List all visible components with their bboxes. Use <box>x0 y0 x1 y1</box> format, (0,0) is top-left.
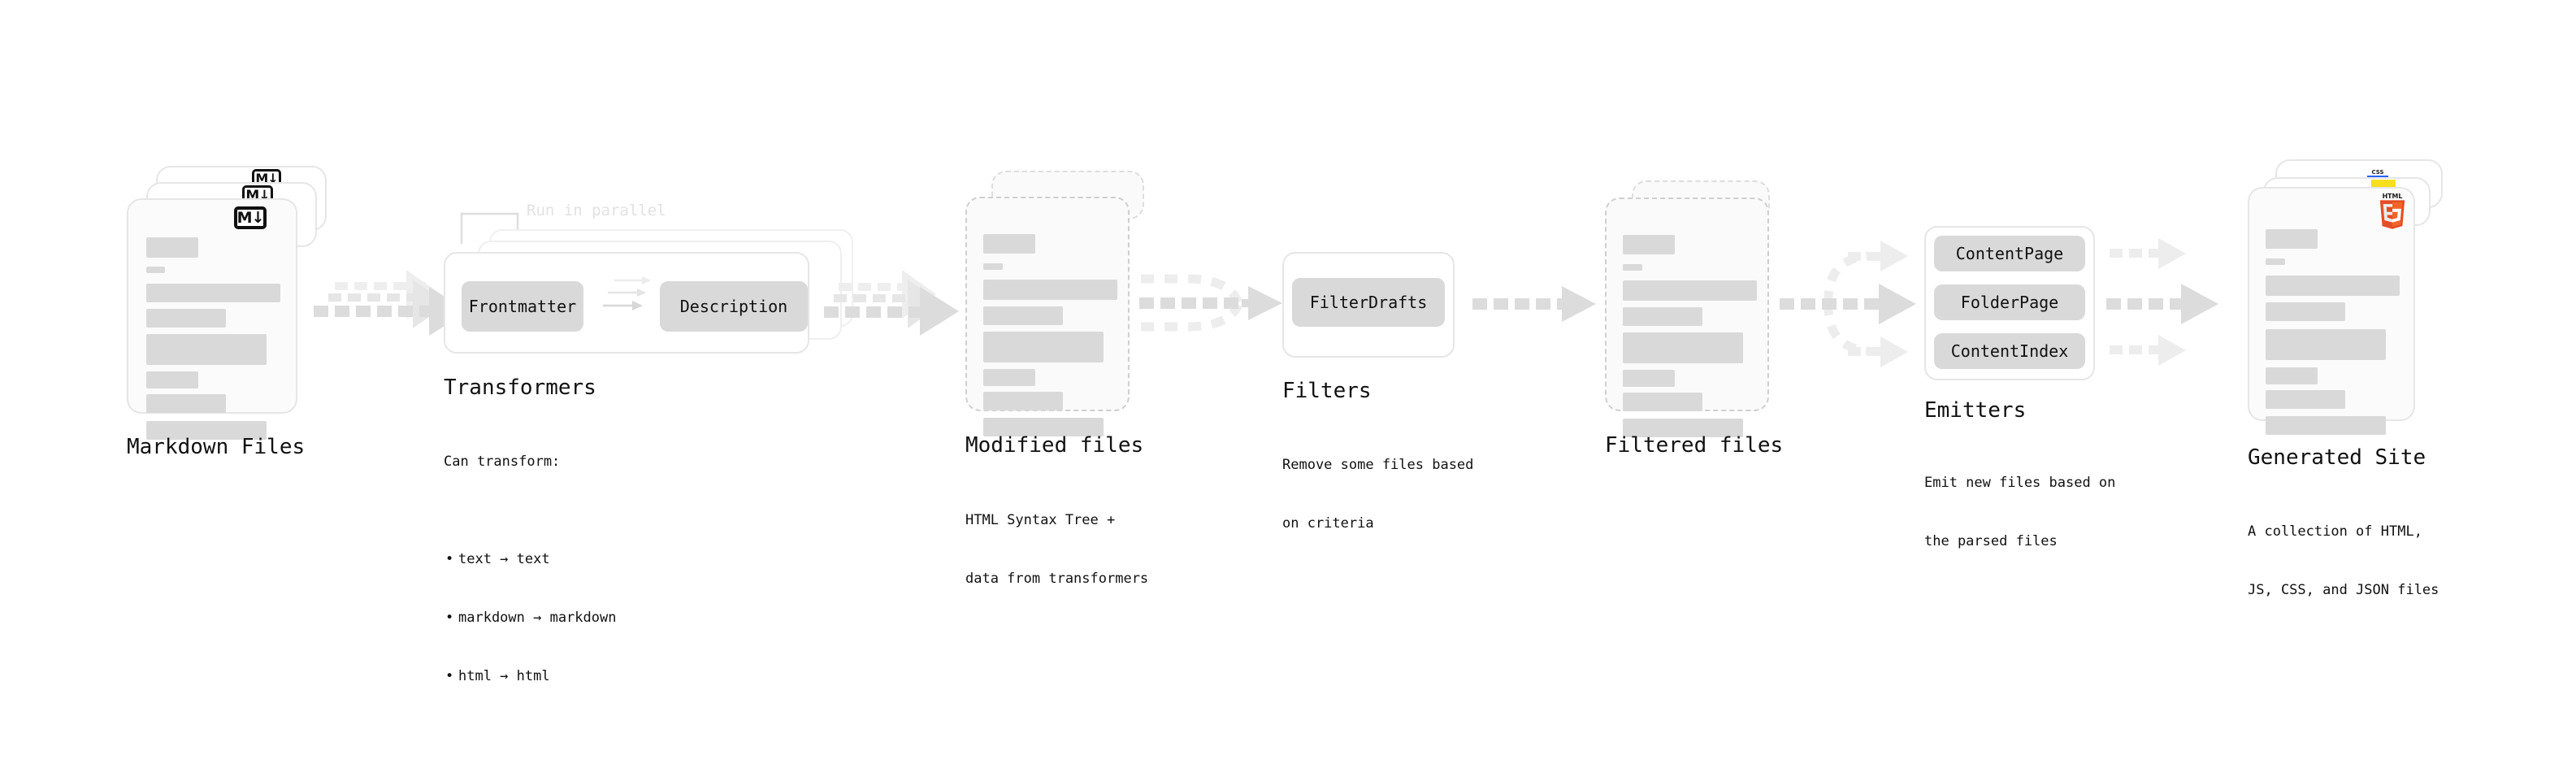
placeholder-line <box>146 237 198 258</box>
markdown-file-card-front <box>127 198 297 440</box>
filtered-file-card-front <box>1605 198 1769 437</box>
transformer-node-frontmatter[interactable]: Frontmatter <box>462 281 583 332</box>
placeholder-line <box>1623 264 1642 271</box>
placeholder-line <box>983 263 1003 270</box>
placeholder-line <box>1623 393 1702 411</box>
modified-files-description-line: data from transformers <box>965 571 1149 587</box>
transformers-description-head: Can transform: <box>444 454 561 470</box>
placeholder-line <box>1623 280 1757 301</box>
placeholder-line <box>1623 235 1675 254</box>
generated-site-title: Generated Site <box>2248 445 2426 470</box>
filters-description-line: Remove some files based <box>1282 457 1474 473</box>
placeholder-line <box>146 267 165 273</box>
filters-description-line: on criteria <box>1282 515 1374 532</box>
placeholder-line <box>983 332 1104 362</box>
run-in-parallel-label: Run in parallel <box>527 202 666 219</box>
placeholder-line <box>983 418 1104 436</box>
filtered-files-title: Filtered files <box>1605 433 1784 458</box>
placeholder-line <box>2266 416 2386 435</box>
modified-files-description: HTML Syntax Tree + data from transformer… <box>965 471 1148 627</box>
css-badge-label: CSS <box>2371 169 2384 176</box>
filters-description: Remove some files based on criteria <box>1282 416 1473 572</box>
modified-files-description-line: HTML Syntax Tree + <box>965 512 1116 528</box>
placeholder-line <box>1623 332 1743 363</box>
emitters-description: Emit new files based on the parsed files <box>1924 434 2115 590</box>
markdown-badge-icon: M↓ <box>234 206 267 229</box>
placeholder-line <box>983 306 1063 325</box>
placeholder-line <box>2266 367 2318 384</box>
emitter-node-contentpage[interactable]: ContentPage <box>1934 236 2085 271</box>
transformers-description: Can transform: text → text markdown → ma… <box>444 413 616 764</box>
placeholder-line <box>1623 370 1675 387</box>
placeholder-line <box>2266 302 2345 321</box>
placeholder-line <box>146 394 226 413</box>
generated-site-description-line: A collection of HTML, <box>2248 523 2422 540</box>
placeholder-line <box>983 280 1117 300</box>
generated-site-description-line: JS, CSS, and JSON files <box>2248 582 2439 598</box>
placeholder-line <box>146 421 267 440</box>
placeholder-line <box>146 309 226 328</box>
generated-site-description: A collection of HTML, JS, CSS, and JSON … <box>2248 483 2439 639</box>
transformers-description-item: html → html <box>445 666 616 686</box>
placeholder-line <box>1623 307 1702 326</box>
transformer-node-description[interactable]: Description <box>660 281 808 332</box>
placeholder-line <box>2266 276 2400 296</box>
pipeline-diagram: M↓ M↓ M↓ Markdown Files <box>0 0 2576 681</box>
emitters-description-line: the parsed files <box>1924 533 2058 549</box>
filters-title: Filters <box>1282 379 1372 403</box>
emitter-node-contentindex[interactable]: ContentIndex <box>1934 333 2085 369</box>
transformers-description-item: text → text <box>445 549 616 569</box>
placeholder-line <box>983 392 1063 410</box>
modified-file-card-front <box>965 197 1130 436</box>
modified-files-title: Modified files <box>965 433 1144 458</box>
markdown-files-title: Markdown Files <box>127 435 306 459</box>
transformers-description-item: markdown → markdown <box>445 608 617 627</box>
placeholder-line <box>146 284 280 302</box>
filter-node-filterdrafts[interactable]: FilterDrafts <box>1292 278 1445 327</box>
placeholder-line <box>146 334 267 365</box>
placeholder-line <box>2266 229 2318 249</box>
transformers-title: Transformers <box>444 375 596 400</box>
placeholder-line <box>2266 258 2285 265</box>
placeholder-line <box>1623 419 1743 437</box>
placeholder-line <box>983 369 1035 386</box>
emitters-title: Emitters <box>1924 398 2027 423</box>
emitter-node-folderpage[interactable]: FolderPage <box>1934 284 2085 320</box>
placeholder-line <box>983 234 1035 254</box>
site-file-card-front <box>2248 187 2415 435</box>
placeholder-line <box>146 371 198 389</box>
placeholder-line <box>2266 390 2345 409</box>
placeholder-line <box>2266 329 2386 360</box>
emitters-description-line: Emit new files based on <box>1924 475 2116 491</box>
